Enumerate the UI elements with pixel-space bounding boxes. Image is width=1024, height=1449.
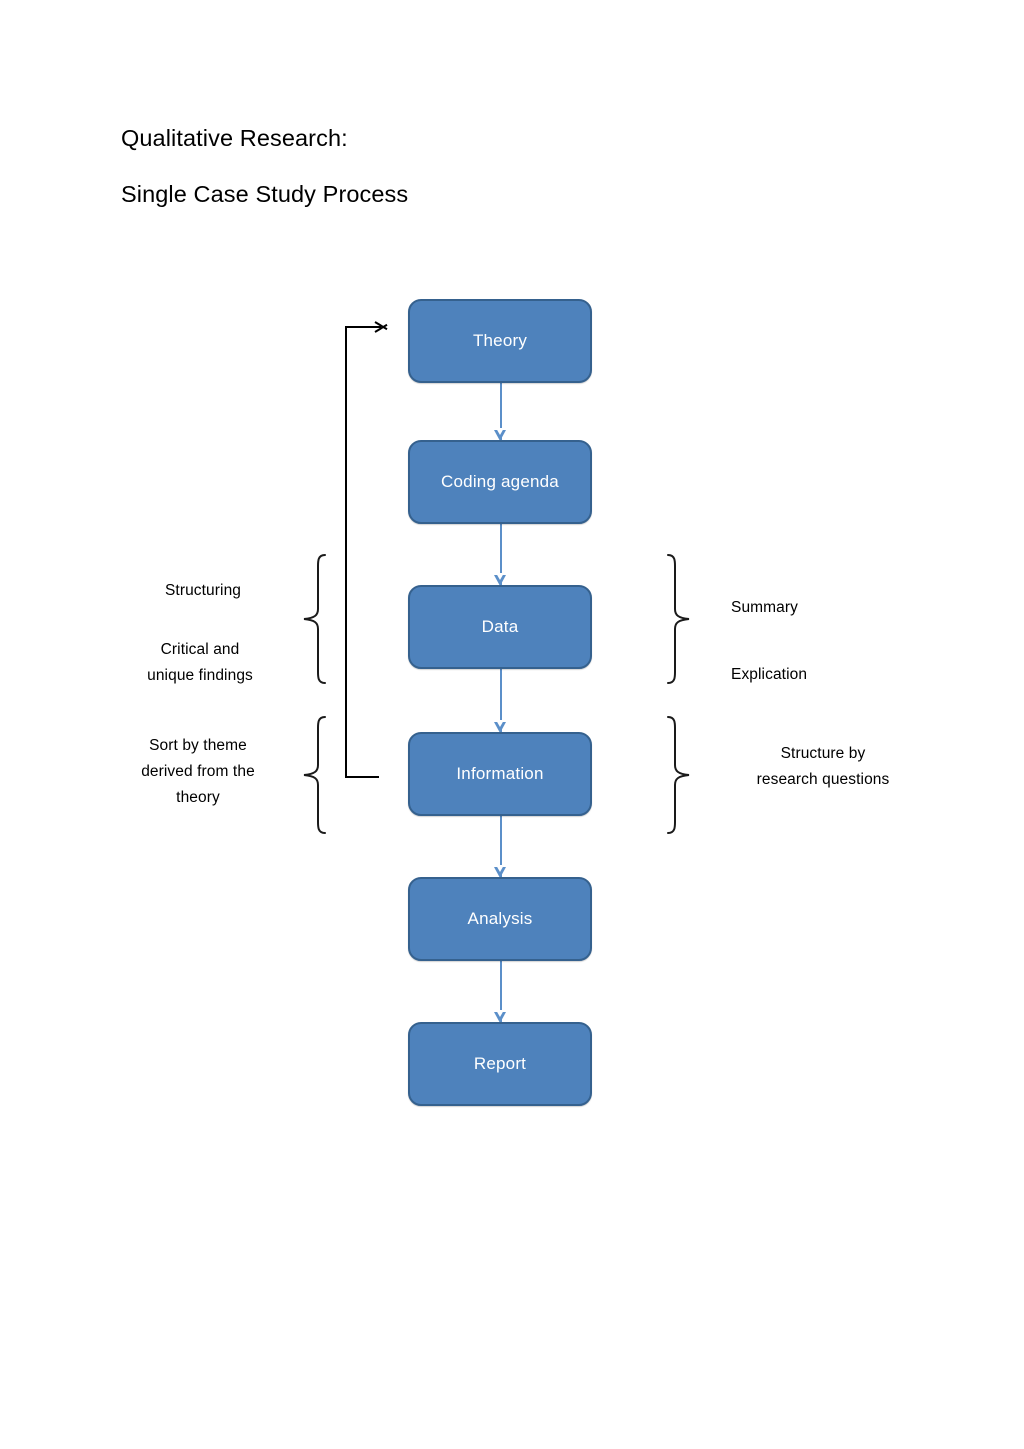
connector-theory-to-coding (494, 383, 507, 441)
annotation-line: research questions (756, 771, 890, 788)
connector-stem (500, 816, 502, 877)
feedback-loop-arrow (345, 322, 391, 782)
connector-analysis-to-report (494, 961, 507, 1023)
flow-node-label: Analysis (467, 909, 533, 928)
connector-stem (500, 961, 502, 1022)
flow-node-analysis[interactable]: Analysis (408, 877, 592, 961)
annotation-line: unique findings (147, 667, 253, 684)
annotation-line: theory (176, 789, 220, 806)
feedback-loop-bottom-segment (345, 776, 379, 779)
arrow-down-icon (494, 428, 506, 441)
arrow-down-icon (494, 865, 506, 878)
annotation-line: Explication (731, 666, 808, 683)
flow-node-coding-agenda[interactable]: Coding agenda (408, 440, 592, 524)
flow-node-label: Data (481, 617, 519, 636)
brace-right-upper-icon (664, 552, 694, 686)
annotation-sort-by-theme: Sort by theme derived from the theory (108, 733, 288, 811)
connector-coding-to-data (494, 524, 507, 586)
connector-stem (500, 669, 502, 732)
arrow-down-icon (494, 1010, 506, 1023)
title-line-2: Single Case Study Process (121, 181, 409, 207)
flow-node-data[interactable]: Data (408, 585, 592, 669)
flow-node-label: Report (473, 1054, 527, 1073)
brace-left-upper-icon (299, 552, 329, 686)
feedback-loop-vertical-segment (345, 326, 348, 778)
annotation-summary: Summary (731, 595, 971, 621)
annotation-explication: Explication (731, 662, 971, 688)
annotation-structure-by-research-questions: Structure by research questions (723, 741, 923, 793)
arrow-down-icon (494, 573, 506, 586)
annotation-line: derived from the (141, 763, 255, 780)
connector-stem (500, 524, 502, 585)
connector-information-to-analysis (494, 816, 507, 878)
arrow-down-icon (494, 720, 506, 733)
flow-node-information[interactable]: Information (408, 732, 592, 816)
annotation-line: Structuring (164, 582, 242, 599)
annotation-line: Structure by (780, 745, 866, 762)
flow-node-label: Theory (472, 331, 528, 350)
flow-node-report[interactable]: Report (408, 1022, 592, 1106)
flow-node-theory[interactable]: Theory (408, 299, 592, 383)
feedback-loop-arrowhead-icon (375, 319, 389, 335)
title-line-1: Qualitative Research: (121, 125, 348, 151)
annotation-critical-unique-findings: Critical and unique findings (112, 637, 288, 689)
feedback-loop-top-segment (345, 326, 381, 329)
flow-node-label: Coding agenda (441, 472, 559, 491)
annotation-line: Critical and (160, 641, 240, 658)
brace-right-lower-icon (664, 714, 694, 836)
annotation-line: Summary (731, 599, 799, 616)
brace-left-lower-icon (299, 714, 329, 836)
connector-stem (500, 383, 502, 440)
flow-node-label: Information (456, 764, 544, 783)
page-title: Qualitative Research: Single Case Study … (121, 124, 721, 209)
annotation-line: Sort by theme (149, 737, 247, 754)
connector-data-to-information (494, 669, 507, 733)
annotation-structuring: Structuring (118, 578, 288, 604)
